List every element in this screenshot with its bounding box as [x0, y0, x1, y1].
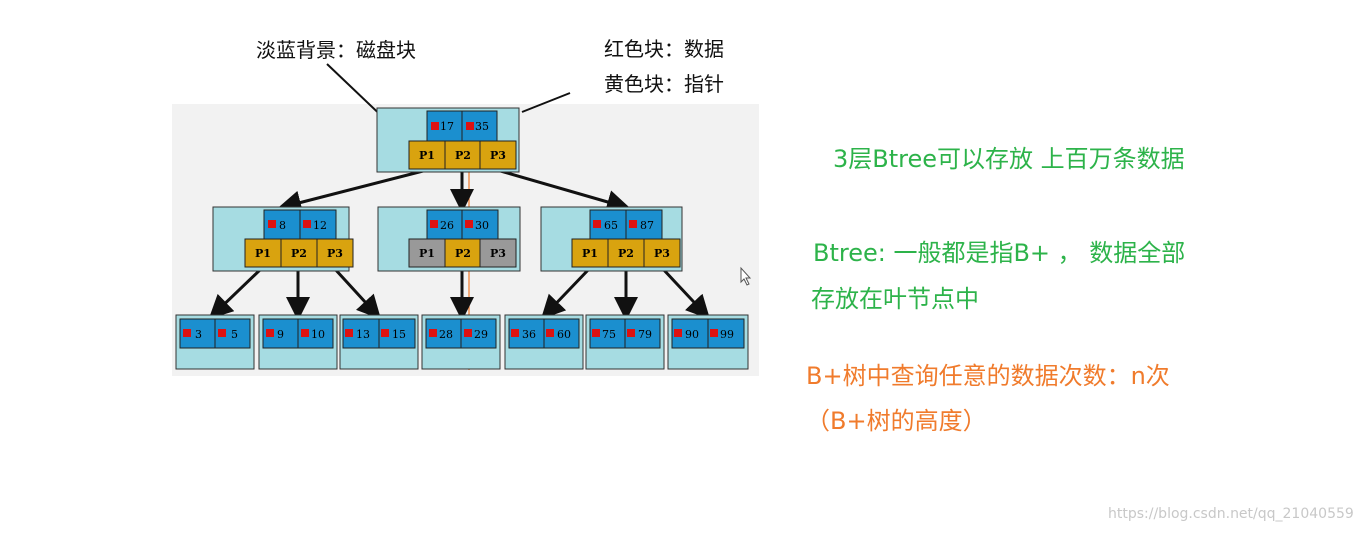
node1-pointer-1: P1	[255, 247, 271, 260]
key-cell	[297, 318, 334, 349]
leaf-disk-block-5: 36 60	[504, 314, 584, 370]
pointer-cell	[571, 238, 609, 268]
cursor-icon	[740, 266, 752, 286]
edge-n3-p1	[540, 266, 592, 320]
edge-n1-p3	[332, 266, 382, 320]
data-marker	[592, 329, 600, 337]
leaf-disk-block-4: 28 29	[421, 314, 501, 370]
disk-block-legend: 淡蓝背景：磁盘块	[256, 38, 416, 62]
note-tree-height: （B+树的高度）	[806, 407, 987, 435]
leaf3-key-2: 15	[392, 328, 406, 341]
data-marker	[381, 329, 389, 337]
key-cell	[589, 318, 626, 349]
leaf1-key-1: 3	[195, 328, 202, 341]
edge-n1-p1	[208, 266, 264, 320]
leaf7-key-1: 90	[685, 328, 699, 341]
data-marker	[268, 220, 276, 228]
root-key-1: 17	[440, 120, 454, 133]
data-marker	[301, 329, 309, 337]
node2-key-2: 30	[475, 219, 489, 232]
level2-disk-block-2: 26 30 P1 P2 P3	[377, 206, 521, 272]
data-marker	[710, 329, 718, 337]
root-pointer-1: P1	[419, 149, 435, 162]
leaf1-key-2: 5	[231, 328, 238, 341]
node2-key-1: 26	[440, 219, 454, 232]
data-marker	[465, 220, 473, 228]
edge-n3-p3	[660, 266, 711, 320]
data-marker	[511, 329, 519, 337]
note-btree-definition: Btree: 一般都是指B+ ， 数据全部	[813, 239, 1186, 267]
level2-disk-block-3: 65 87 P1 P2 P3	[540, 206, 683, 272]
leaf2-key-2: 10	[311, 328, 325, 341]
leaf-disk-block-1: 3 5	[175, 314, 255, 370]
root-key-2: 35	[475, 120, 489, 133]
root-disk-block: 17 35 P1 P2 P3	[376, 107, 520, 173]
root-pointer-2: P2	[455, 149, 471, 162]
data-marker	[466, 122, 474, 130]
leaf3-key-1: 13	[356, 328, 370, 341]
leaf-disk-block-6: 75 79	[585, 314, 665, 370]
data-marker	[593, 220, 601, 228]
pointer-cell-gray	[408, 238, 446, 268]
node3-pointer-3: P3	[654, 247, 670, 260]
leaf-disk-block-2: 9 10	[258, 314, 338, 370]
data-marker	[183, 329, 191, 337]
watermark: https://blog.csdn.net/qq_21040559	[1108, 506, 1354, 522]
data-marker	[629, 220, 637, 228]
leaf-disk-block-7: 90 99	[667, 314, 749, 370]
data-marker	[546, 329, 554, 337]
data-marker	[627, 329, 635, 337]
leaf5-key-1: 36	[522, 328, 536, 341]
leaf4-key-1: 28	[439, 328, 453, 341]
root-pointer-3: P3	[490, 149, 506, 162]
tree-edges	[208, 168, 711, 321]
pointer-cell-gray	[479, 238, 517, 268]
leaf6-key-1: 75	[602, 328, 616, 341]
note-query-count: B+树中查询任意的数据次数：n次	[806, 362, 1170, 390]
data-marker	[218, 329, 226, 337]
leaf-disk-block-3: 13 15	[339, 314, 419, 370]
note-capacity: 3层Btree可以存放 上百万条数据	[833, 145, 1185, 173]
leaf4-key-2: 29	[474, 328, 488, 341]
pointer-cell	[607, 238, 645, 268]
node1-key-1: 8	[279, 219, 286, 232]
node3-pointer-1: P1	[582, 247, 598, 260]
leaf5-key-2: 60	[557, 328, 571, 341]
node1-pointer-3: P3	[327, 247, 343, 260]
note-leaf-storage: 存放在叶节点中	[811, 285, 979, 313]
legend-pointer-line	[521, 92, 571, 113]
level2-disk-block-1: 8 12 P1 P2 P3	[212, 206, 354, 272]
root-pointer-cell-2	[444, 140, 481, 170]
root-pointer-cell-3	[479, 140, 517, 170]
edge-root-p1	[277, 168, 428, 215]
node2-pointer-1: P1	[419, 247, 435, 260]
data-marker	[429, 329, 437, 337]
pointer-cell	[316, 238, 354, 268]
data-marker	[464, 329, 472, 337]
leaf2-key-1: 9	[277, 328, 284, 341]
data-marker	[345, 329, 353, 337]
data-marker	[430, 220, 438, 228]
key-cell	[378, 318, 416, 349]
edge-root-p3	[496, 168, 631, 214]
pointer-cell	[643, 238, 681, 268]
data-marker	[266, 329, 274, 337]
node1-pointer-2: P2	[291, 247, 307, 260]
leaf7-key-2: 99	[720, 328, 734, 341]
node2-pointer-2: P2	[455, 247, 471, 260]
data-marker	[674, 329, 682, 337]
data-marker	[303, 220, 311, 228]
root-pointer-cell-1	[408, 140, 446, 170]
node3-key-1: 65	[604, 219, 618, 232]
pointer-block-legend: 黄色块：指针	[604, 72, 724, 96]
data-marker	[431, 122, 439, 130]
node3-key-2: 87	[640, 219, 654, 232]
node1-key-2: 12	[313, 219, 327, 232]
leaf6-key-2: 79	[638, 328, 652, 341]
node2-pointer-3: P3	[490, 247, 506, 260]
node3-pointer-2: P2	[618, 247, 634, 260]
data-block-legend: 红色块：数据	[604, 37, 724, 61]
